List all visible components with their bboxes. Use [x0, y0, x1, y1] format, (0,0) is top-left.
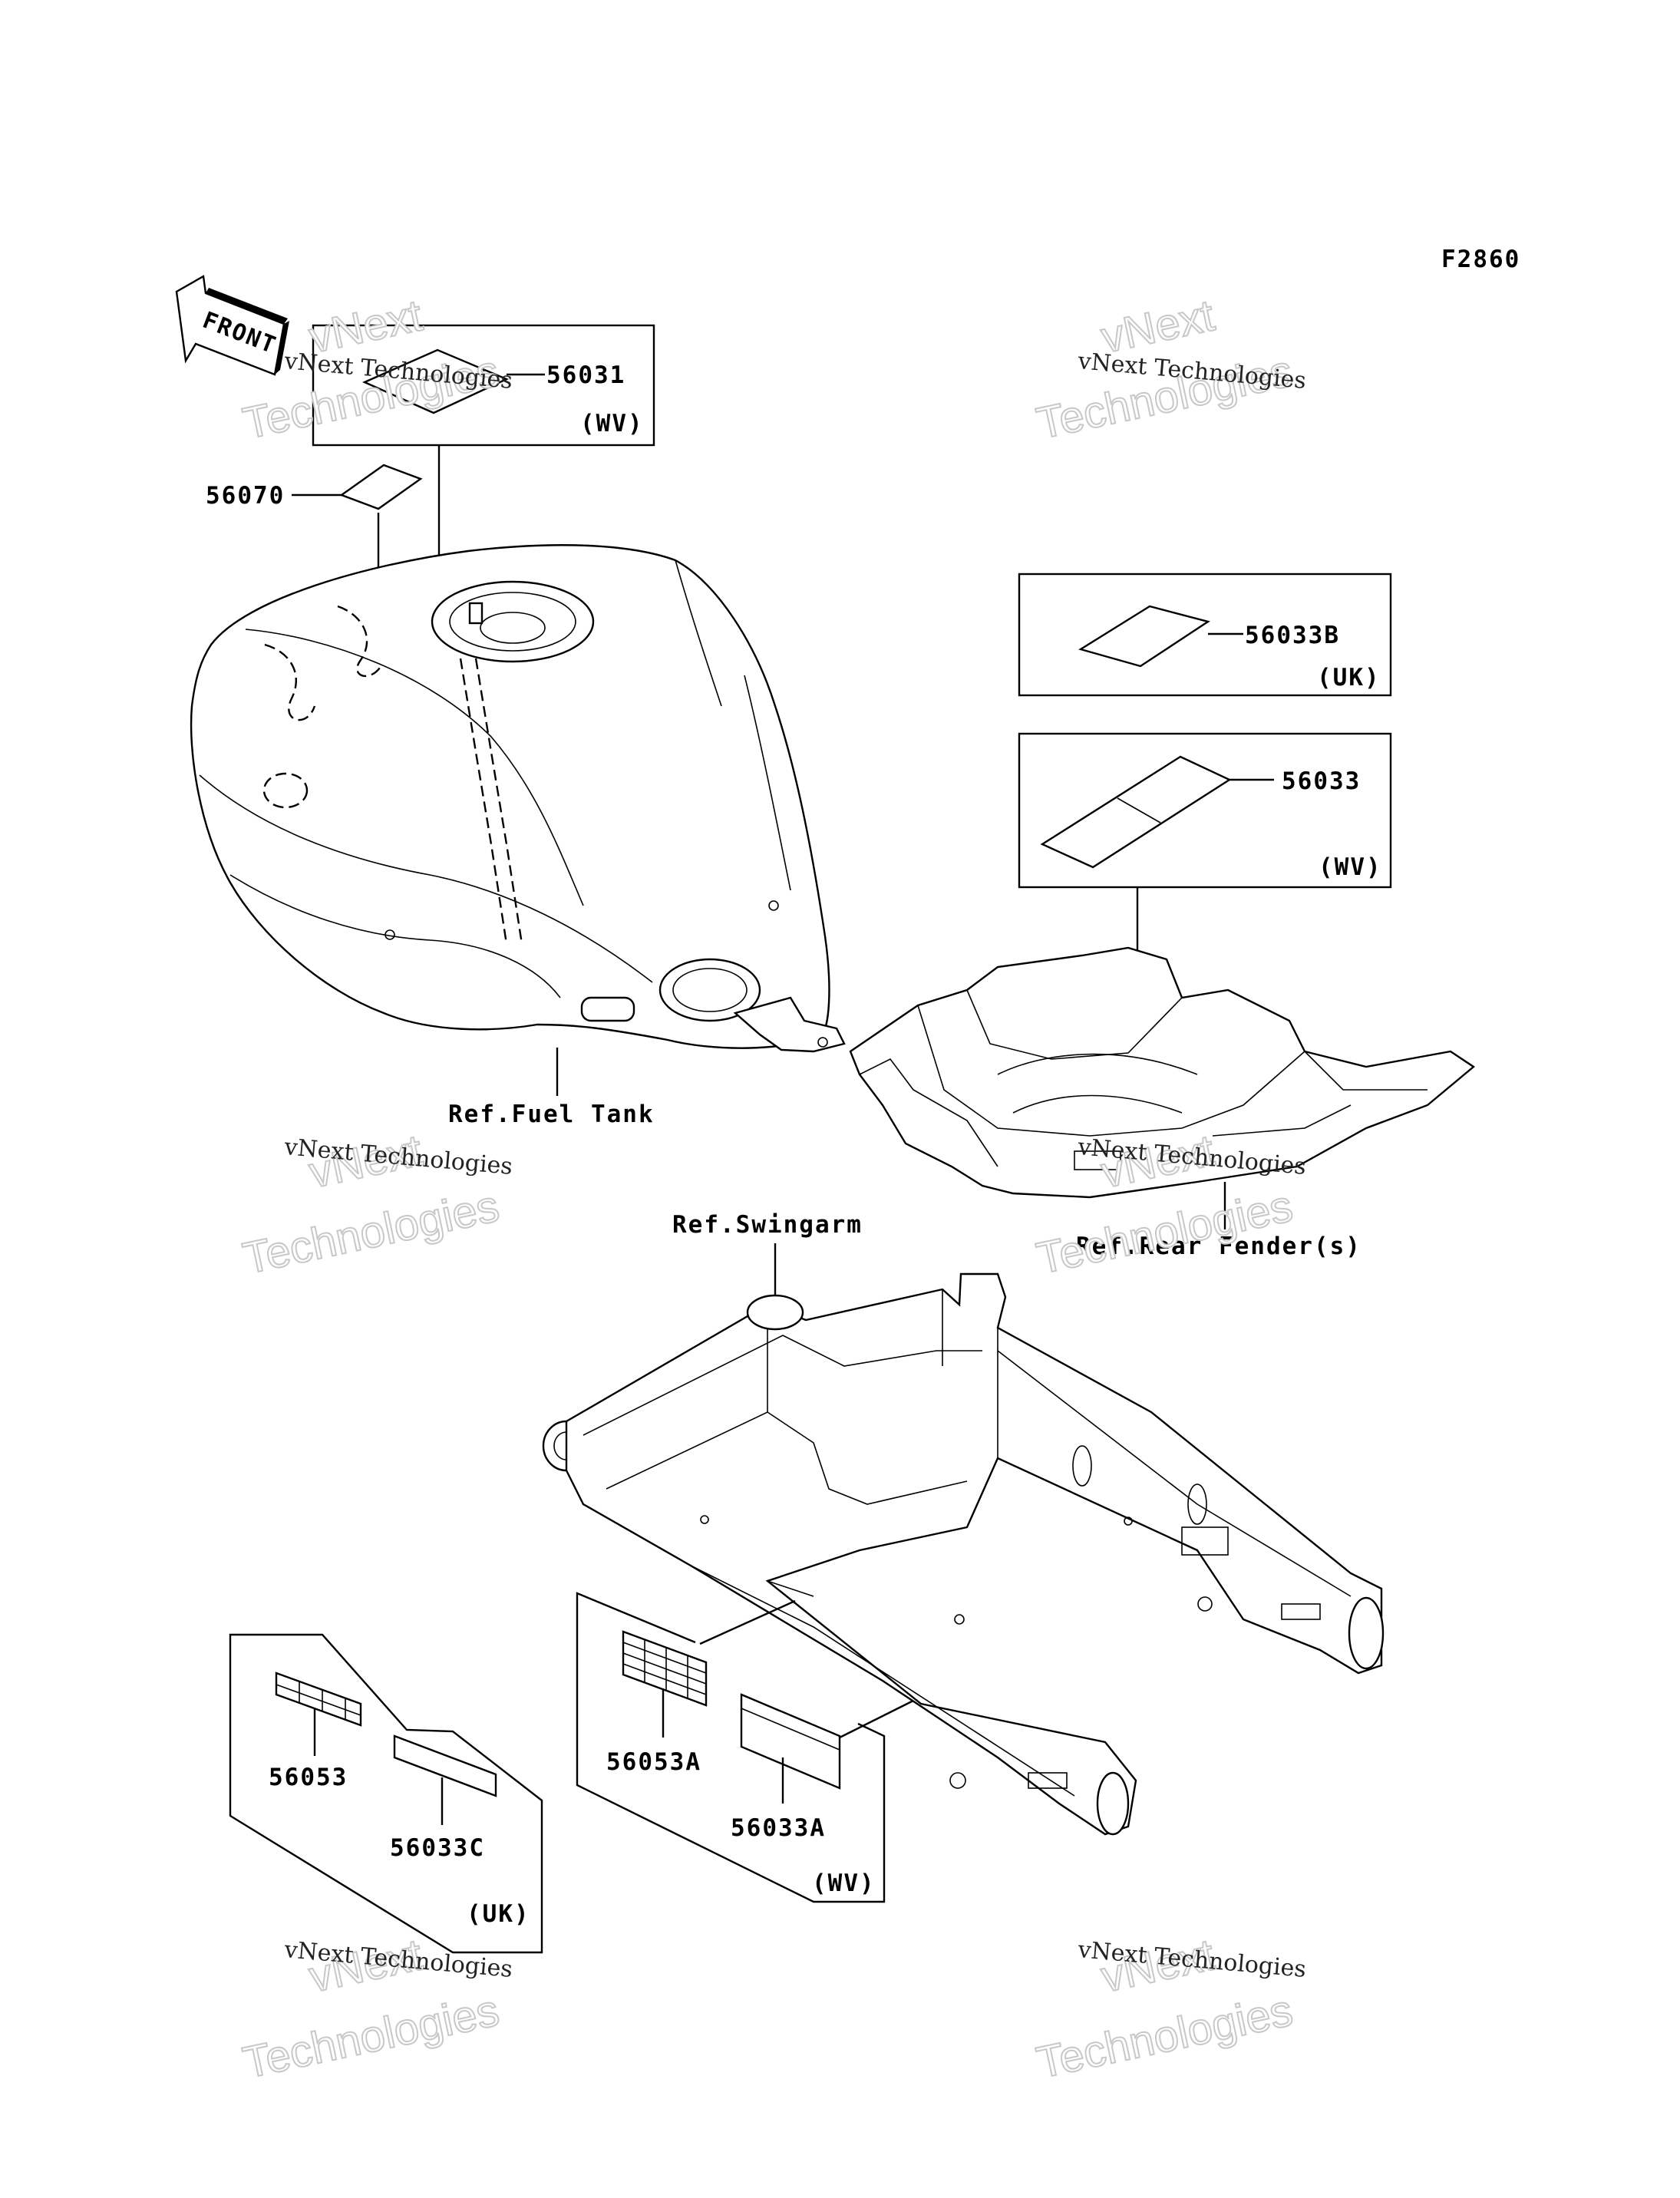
variant-56033: (WV) [1319, 853, 1382, 881]
label-56033A-sticker [740, 1693, 841, 1790]
label-56033B-group: 56033B (UK) [1018, 573, 1392, 697]
part-56033B: 56033B [1245, 622, 1340, 649]
watermark-big-line2: Technologies [1032, 1985, 1297, 2088]
variant-56031: (WV) [580, 410, 644, 437]
label-56031-group: 56031 (WV) [312, 324, 655, 577]
part-56053: 56053 [269, 1764, 348, 1791]
label-56033-group: 56033 (WV) [1018, 732, 1392, 990]
part-56033: 56033 [1282, 767, 1361, 795]
rear-fender-drawing [849, 946, 1476, 1229]
swingarm-drawing [542, 1272, 1385, 1836]
variant-56033B: (UK) [1317, 664, 1381, 691]
watermark-big-line2: Technologies [239, 1181, 503, 1284]
uk-label-group: 56053 56033C (UK) [229, 1633, 543, 1954]
part-56033A: 56033A [731, 1814, 826, 1842]
figure-code: F2860 [1441, 246, 1520, 273]
label-56053-sticker [275, 1672, 362, 1727]
part-56070: 56070 [206, 482, 285, 510]
watermark-middle-left: vNext Technologies vNext Technologies [238, 1124, 513, 1284]
ref-rear-fender: Ref.Rear Fender(s) [1076, 1233, 1361, 1260]
watermark-bottom-left: vNext Technologies vNext Technologies [238, 1929, 513, 2088]
label-56033-sticker [1040, 755, 1232, 869]
label-56033C-sticker [393, 1734, 497, 1797]
watermark-big-line2: Technologies [239, 1985, 503, 2088]
ref-swingarm: Ref.Swingarm [672, 1211, 863, 1239]
part-56033C: 56033C [390, 1834, 485, 1862]
fuel-tank-drawing [190, 544, 846, 1096]
ref-fuel-tank: Ref.Fuel Tank [448, 1101, 655, 1128]
watermark-bottom-right: vNext Technologies vNext Technologies [1031, 1929, 1307, 2088]
label-56070-group: 56070 [206, 464, 423, 572]
label-56070-sticker [339, 464, 423, 510]
variant-uk-group: (UK) [467, 1900, 530, 1928]
part-56031: 56031 [546, 361, 625, 389]
variant-wv-group: (WV) [812, 1870, 876, 1897]
wv-label-group: 56053A 56033A (WV) [576, 1592, 914, 1903]
label-56031-sticker [362, 348, 509, 414]
front-arrow-icon: FRONT [175, 275, 289, 376]
watermark-top-right: vNext Technologies vNext Technologies [1031, 289, 1307, 449]
label-56033B-sticker [1078, 605, 1210, 668]
part-56053A: 56053A [606, 1748, 701, 1776]
